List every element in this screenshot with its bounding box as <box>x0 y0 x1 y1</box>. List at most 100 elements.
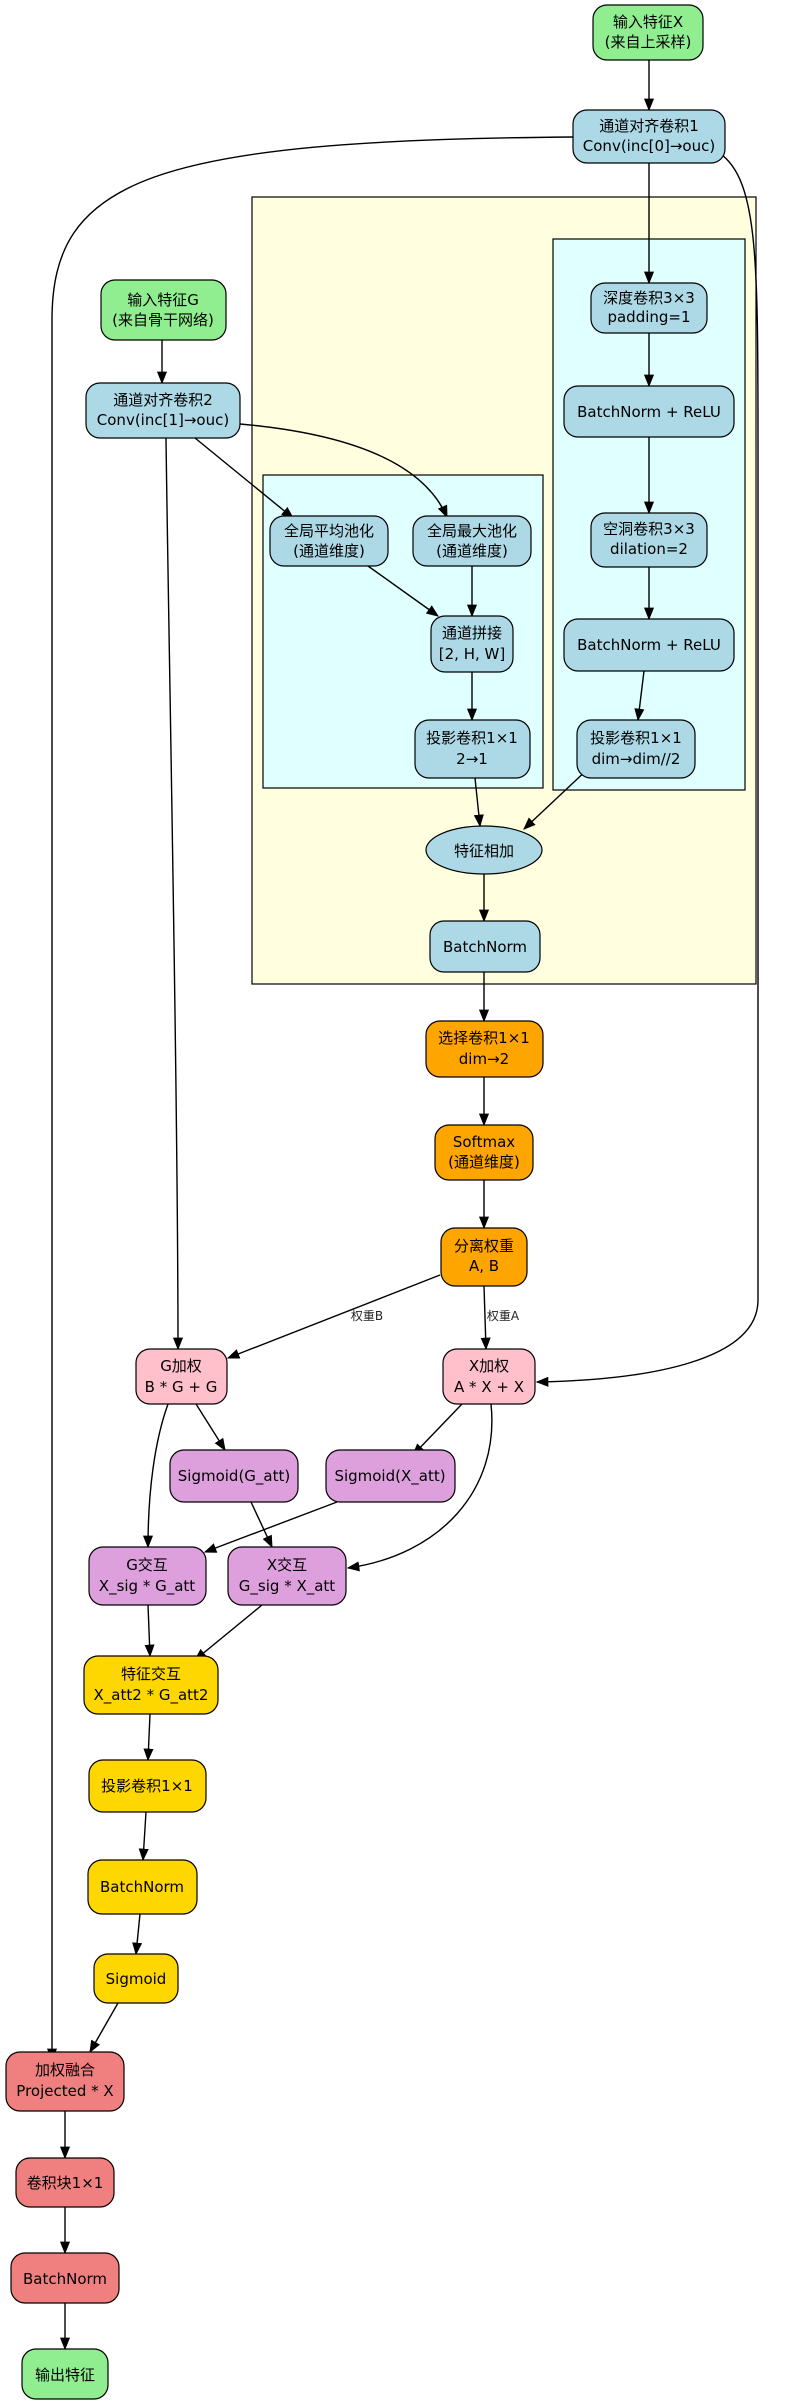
edge-bnfinal-sigmoid <box>132 1913 143 1956</box>
node-g-weighted: G加权 B * G + G <box>135 1348 228 1405</box>
edges <box>46 60 759 2351</box>
node-softmax-line1: Softmax <box>453 1133 515 1151</box>
node-align-conv-1: 通道对齐卷积1 Conv(inc[0]→ouc) <box>572 109 726 164</box>
edge-avgpool-concat <box>367 565 440 617</box>
node-g-interaction-line2: X_sig * G_att <box>99 1577 196 1596</box>
node-select-conv: 选择卷积1×1 dim→2 <box>425 1020 544 1078</box>
edge-bnrelu2-projch <box>634 670 645 722</box>
node-align-conv-2-line2: Conv(inc[1]→ouc) <box>97 411 229 429</box>
node-feature-add: 特征相加 <box>425 825 543 875</box>
edge-sigx-ginter <box>203 1501 338 1553</box>
edge-sigmoid-weightedfusion <box>89 2002 119 2054</box>
node-select-conv-line1: 选择卷积1×1 <box>438 1029 530 1047</box>
node-input-g: 输入特征G (来自骨干网络) <box>100 279 227 341</box>
node-proj-conv-spatial-line2: 2→1 <box>456 750 488 768</box>
edge-projfinal-bnfinal <box>138 1811 149 1862</box>
edge-label-weight-a: 权重A <box>487 1309 520 1323</box>
node-proj-conv-spatial-line1: 投影卷积1×1 <box>426 729 518 747</box>
node-g-interaction-line1: G交互 <box>126 1556 168 1574</box>
node-g-weighted-line2: B * G + G <box>145 1378 218 1396</box>
edge-ginter-featinter <box>144 1604 155 1658</box>
node-concat: 通道拼接 [2, H, W] <box>430 615 514 673</box>
node-sigmoid-g-att: Sigmoid(G_att) <box>169 1449 299 1503</box>
node-input-x: 输入特征X (来自上采样) <box>592 4 704 61</box>
node-sigmoid-x-att: Sigmoid(X_att) <box>325 1449 456 1503</box>
edge-align2-gweight <box>165 437 184 1351</box>
edge-align1-weightedfusion <box>46 136 576 2062</box>
node-x-interaction-line1: X交互 <box>267 1556 307 1574</box>
node-weighted-fusion-line2: Projected * X <box>16 2082 113 2100</box>
edge-xweight-sigx <box>412 1403 463 1456</box>
node-feature-add-label: 特征相加 <box>454 842 514 860</box>
node-x-interaction-line2: G_sig * X_att <box>239 1577 336 1596</box>
node-bn-fuse: BatchNorm <box>429 920 541 973</box>
node-x-weighted: X加权 A * X + X <box>442 1348 536 1405</box>
node-weighted-fusion: 加权融合 Projected * X <box>5 2051 125 2112</box>
node-align-conv-1-line1: 通道对齐卷积1 <box>599 117 699 135</box>
node-feature-interaction-line1: 特征交互 <box>121 1665 181 1683</box>
node-concat-line1: 通道拼接 <box>442 624 502 642</box>
edge-xinter-featinter <box>194 1604 263 1661</box>
node-sigmoid-g-att-label: Sigmoid(G_att) <box>178 1467 290 1486</box>
node-x-weighted-line2: A * X + X <box>454 1378 524 1396</box>
edge-sigg-xinter <box>250 1501 273 1549</box>
node-align-conv-1-line2: Conv(inc[0]→ouc) <box>583 137 715 155</box>
node-split-weights: 分离权重 A, B <box>440 1227 528 1287</box>
node-concat-line2: [2, H, W] <box>439 645 505 663</box>
edge-xweight-xinter <box>346 1403 493 1572</box>
node-input-g-line2: (来自骨干网络) <box>112 311 214 329</box>
node-split-weights-line2: A, B <box>469 1257 499 1275</box>
node-dilated-conv-line1: 空洞卷积3×3 <box>603 520 695 538</box>
edge-align2-maxpool <box>239 423 448 519</box>
node-proj-conv-final-label: 投影卷积1×1 <box>101 1777 193 1795</box>
node-dilated-conv: 空洞卷积3×3 dilation=2 <box>590 512 708 568</box>
node-softmax-line2: (通道维度) <box>448 1153 520 1171</box>
node-x-weighted-line1: X加权 <box>469 1357 509 1375</box>
node-depthwise-conv: 深度卷积3×3 padding=1 <box>590 282 708 334</box>
edge-gweight-sigg <box>195 1403 226 1452</box>
edge-projch-featadd <box>523 766 591 830</box>
node-proj-conv-final: 投影卷积1×1 <box>88 1759 207 1813</box>
node-select-conv-line2: dim→2 <box>459 1050 509 1068</box>
node-proj-conv-spatial: 投影卷积1×1 2→1 <box>414 719 531 779</box>
node-x-interaction: X交互 G_sig * X_att <box>227 1546 347 1606</box>
node-max-pool-line1: 全局最大池化 <box>427 522 517 540</box>
node-output: 输出特征 <box>21 2348 109 2400</box>
node-bn-final: BatchNorm <box>87 1859 198 1915</box>
edge-align2-avgpool <box>194 437 294 519</box>
node-feature-interaction-line2: X_att2 * G_att2 <box>94 1686 209 1705</box>
node-input-x-line2: (来自上采样) <box>605 33 692 51</box>
node-sigmoid-final-label: Sigmoid <box>106 1970 167 1988</box>
node-bn-relu-2: BatchNorm + ReLU <box>563 618 735 672</box>
node-bn-relu-1: BatchNorm + ReLU <box>563 385 735 438</box>
node-split-weights-line1: 分离权重 <box>454 1237 514 1255</box>
node-depthwise-conv-line2: padding=1 <box>607 308 690 326</box>
node-avg-pool: 全局平均池化 (通道维度) <box>269 515 389 567</box>
node-g-interaction: G交互 X_sig * G_att <box>88 1546 207 1606</box>
edge-split-gweight <box>226 1274 441 1359</box>
node-proj-conv-channel-line1: 投影卷积1×1 <box>590 729 682 747</box>
node-output-label: 输出特征 <box>35 2366 95 2384</box>
node-sigmoid-x-att-label: Sigmoid(X_att) <box>334 1467 445 1486</box>
node-depthwise-conv-line1: 深度卷积3×3 <box>603 289 695 307</box>
node-bn-out: BatchNorm <box>10 2252 120 2304</box>
edge-featinter-projfinal <box>143 1713 154 1762</box>
node-feature-interaction: 特征交互 X_att2 * G_att2 <box>83 1655 219 1715</box>
node-dilated-conv-line2: dilation=2 <box>610 540 688 558</box>
node-max-pool-line2: (通道维度) <box>436 542 508 560</box>
node-conv-block: 卷积块1×1 <box>15 2157 115 2208</box>
node-avg-pool-line2: (通道维度) <box>293 542 365 560</box>
node-g-weighted-line1: G加权 <box>160 1357 202 1375</box>
edge-align1-xweight <box>535 149 759 1387</box>
node-weighted-fusion-line1: 加权融合 <box>35 2061 95 2079</box>
node-bn-relu-1-label: BatchNorm + ReLU <box>577 403 721 421</box>
node-input-g-line1: 输入特征G <box>127 291 199 309</box>
edge-projsp-featadd <box>473 777 484 828</box>
node-bn-final-label: BatchNorm <box>100 1878 184 1896</box>
node-conv-block-label: 卷积块1×1 <box>27 2174 104 2192</box>
node-input-x-line1: 输入特征X <box>613 13 683 31</box>
node-align-conv-2: 通道对齐卷积2 Conv(inc[1]→ouc) <box>85 382 241 439</box>
node-proj-conv-channel-line2: dim→dim//2 <box>592 750 681 768</box>
node-align-conv-2-line1: 通道对齐卷积2 <box>113 391 213 409</box>
node-max-pool: 全局最大池化 (通道维度) <box>412 515 532 567</box>
